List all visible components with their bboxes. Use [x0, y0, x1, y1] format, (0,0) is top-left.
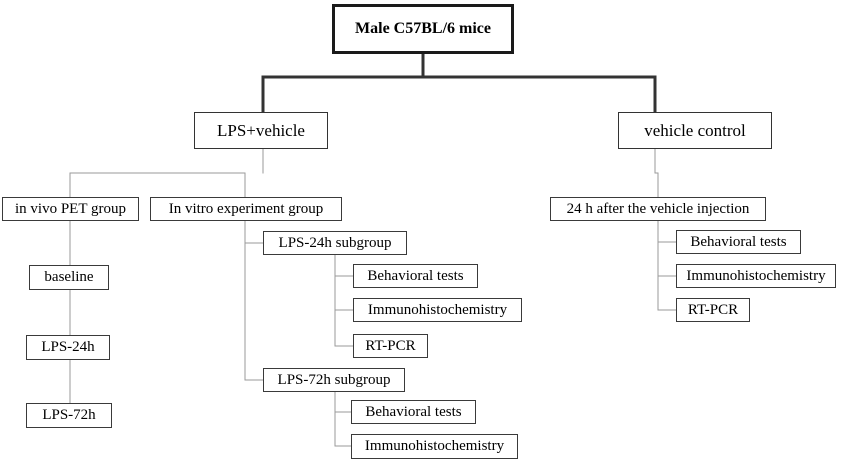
vehicle-immunohistochemistry: Immunohistochemistry	[676, 264, 836, 288]
sub24-immunohistochemistry: Immunohistochemistry	[353, 298, 522, 322]
lps-vehicle-node: LPS+vehicle	[194, 112, 328, 149]
sub72-connectors	[334, 390, 352, 447]
lps-72h-subgroup: LPS-72h subgroup	[263, 368, 405, 392]
vehicle-control-node: vehicle control	[618, 112, 772, 149]
sub72-immunohistochemistry: Immunohistochemistry	[351, 434, 518, 459]
root-node: Male C57BL/6 mice	[332, 4, 514, 54]
sub24-behavioral-tests: Behavioral tests	[353, 264, 478, 288]
in-vivo-step-baseline: baseline	[29, 265, 109, 290]
vehicle-rt-pcr: RT-PCR	[676, 298, 750, 322]
lps-connectors	[69, 148, 264, 198]
in-vivo-step-lps-72h: LPS-72h	[26, 403, 112, 428]
vehicle-connectors	[654, 148, 677, 311]
in-vitro-experiment-group: In vitro experiment group	[150, 197, 342, 221]
in-vivo-step-lps-24h: LPS-24h	[26, 335, 110, 360]
in-vivo-pet-group: in vivo PET group	[2, 197, 139, 221]
root-connectors	[261, 52, 657, 114]
sub24-rt-pcr: RT-PCR	[353, 334, 428, 358]
sub72-behavioral-tests: Behavioral tests	[351, 400, 476, 424]
lps-24h-subgroup: LPS-24h subgroup	[263, 231, 407, 255]
sub24-connectors	[334, 254, 354, 347]
vehicle-behavioral-tests: Behavioral tests	[676, 230, 801, 254]
in-vitro-connectors	[244, 219, 264, 381]
vehicle-timepoint-node: 24 h after the vehicle injection	[550, 197, 766, 221]
